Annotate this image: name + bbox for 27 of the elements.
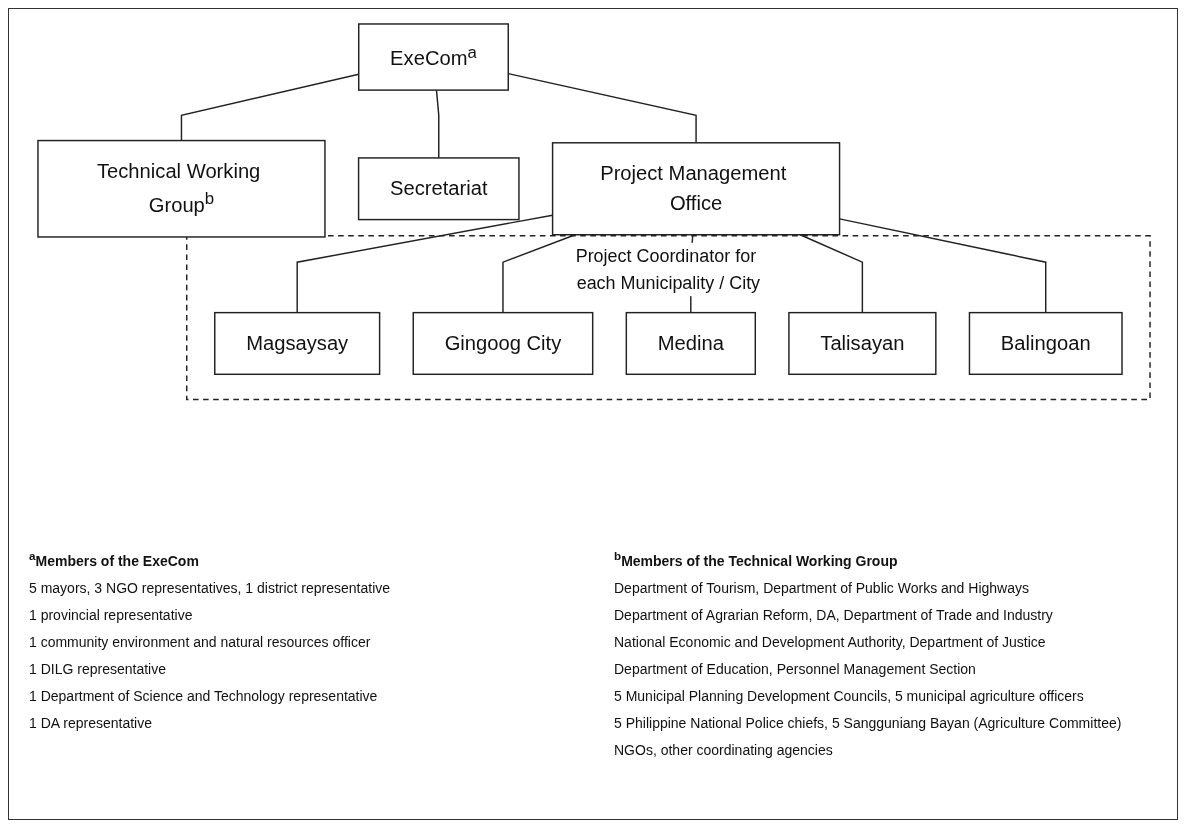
node-box: Balingoan [968, 311, 1123, 376]
footnote-text: National Economic and Development Authority, Department of Justice [614, 633, 1047, 650]
connector [799, 234, 864, 314]
footnote-text: 5 mayors, 3 NGO representatives, 1 district representative [29, 579, 392, 596]
node-box: Talisayan [788, 311, 937, 376]
footnote-heading: $^{b}$Members of the Technical Working Group [614, 549, 899, 569]
node-box: Magsaysay [214, 311, 381, 376]
footnote-text: Department of Tourism, Department of Public Works and Highways [614, 579, 1030, 596]
footnote-text: 1 Department of Science and Technology representative [29, 687, 379, 704]
node-box: Technical Working Group$^{b}$ [37, 139, 326, 238]
node-box: Secretariat [357, 157, 520, 221]
node-box: Medina [625, 311, 756, 376]
footnote-text: 5 Philippine National Police chiefs, 5 Sangguniang Bayan (Agriculture Committee) [614, 714, 1123, 731]
footnote-text: 1 community environment and natural resources officer [29, 633, 372, 650]
footnote-text: Department of Agrarian Reform, DA, Department of Trade and Industry [614, 606, 1054, 623]
node-box: Gingoog City [412, 311, 594, 376]
connector [435, 89, 440, 159]
footnote-text: 1 provincial representative [29, 606, 194, 623]
footnote-text: Department of Education, Personnel Management Section [614, 660, 977, 677]
footnote-text: NGOs, other coordinating agencies [614, 741, 834, 758]
footnote-heading: $^{a}$Members of the ExeCom [29, 549, 200, 569]
footnote-text: 1 DILG representative [29, 660, 167, 677]
connector [502, 234, 576, 314]
node-box: ExeCom$^{a}$ [358, 23, 509, 91]
footnote-text: 5 Municipal Planning Development Councils, 5 municipal agriculture officers [614, 687, 1085, 704]
footnote-text: 1 DA representative [29, 714, 153, 731]
node-box: Project Management Office [551, 142, 841, 236]
